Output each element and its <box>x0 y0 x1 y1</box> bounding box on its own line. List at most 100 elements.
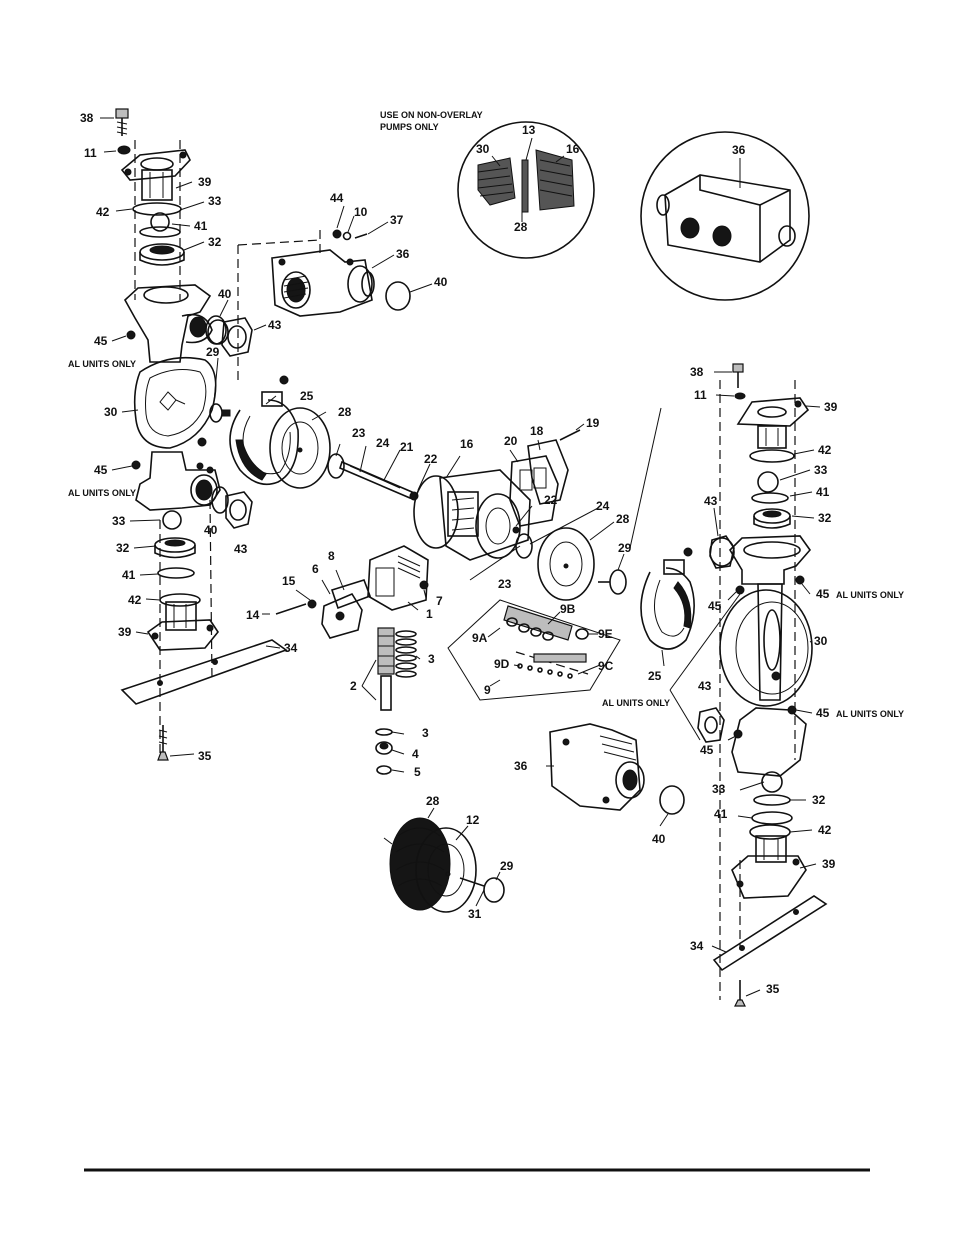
o-ring-42 <box>132 202 182 216</box>
callout-24-right: 24 <box>596 499 610 513</box>
callout-36-detail: 36 <box>732 143 746 157</box>
seat-32 <box>139 243 185 266</box>
non-overlay-detail <box>457 121 595 259</box>
diaphragm-12-overlay <box>389 817 505 913</box>
callout-32-left: 32 <box>208 235 222 249</box>
callout-45-mid: 45 <box>94 463 108 477</box>
nut-45-lower <box>131 460 141 470</box>
o-ring-3-lower <box>375 728 393 736</box>
callout-35-right: 35 <box>766 982 780 996</box>
washer-15 <box>307 599 317 609</box>
callout-34-right: 34 <box>690 939 704 953</box>
callout-37: 37 <box>390 213 404 227</box>
nut-45-upper <box>126 330 136 340</box>
callout-43-right-upper: 43 <box>704 494 718 508</box>
callout-30-left: 30 <box>104 405 118 419</box>
inlet-elbow-36-lower <box>549 723 645 811</box>
valve-plate-6 <box>321 579 372 639</box>
callout-42-lower-right: 42 <box>818 823 832 837</box>
clamp-band-25-left <box>229 375 299 486</box>
callout-24-left: 24 <box>376 436 390 450</box>
callout-45-right-4: 45 <box>700 743 714 757</box>
diaphragm-28-right <box>537 527 595 601</box>
callout-33-left: 33 <box>208 194 222 208</box>
callout-43-upper: 43 <box>268 318 282 332</box>
nut-45-mid <box>197 437 207 447</box>
callout-32-lower-right: 32 <box>812 793 826 807</box>
note-al-units-2: AL UNITS ONLY <box>68 488 136 498</box>
callout-30-right: 30 <box>814 634 828 648</box>
inner-plate-23 <box>327 453 345 479</box>
callout-11-right: 11 <box>694 388 707 402</box>
callout-39-lower-left: 39 <box>118 625 132 639</box>
callout-42-left: 42 <box>96 205 110 219</box>
callout-labels: 38 11 39 42 33 41 32 40 43 45 AL UNITS O… <box>68 110 904 996</box>
callout-41-lower-right: 41 <box>714 807 728 821</box>
callout-3-upper: 3 <box>428 652 435 666</box>
o-ring-40-inlet <box>385 281 411 311</box>
upper-manifold-body <box>123 284 229 363</box>
callout-42-right: 42 <box>818 443 832 457</box>
bolt-35 <box>157 725 169 761</box>
plate-24-right <box>515 533 533 559</box>
lower-manifold-cap-39 <box>146 593 219 651</box>
callout-28-detail: 28 <box>514 220 528 234</box>
callout-32-lower-left: 32 <box>116 541 130 555</box>
note-al-units-1: AL UNITS ONLY <box>68 359 136 369</box>
callout-9e: 9E <box>598 627 613 641</box>
callout-39-right: 39 <box>824 400 838 414</box>
cap-4 <box>375 741 393 755</box>
callout-32-right: 32 <box>818 511 832 525</box>
washer-10 <box>342 231 352 241</box>
callout-38-right: 38 <box>690 365 704 379</box>
callout-8: 8 <box>328 549 335 563</box>
note-al-units-4: AL UNITS ONLY <box>602 698 670 708</box>
callout-39-lower-right: 39 <box>822 857 836 871</box>
callout-7: 7 <box>436 594 443 608</box>
callout-28-right: 28 <box>616 512 630 526</box>
callout-6: 6 <box>312 562 319 576</box>
callout-35-left: 35 <box>198 749 212 763</box>
part-36-detail <box>640 131 810 301</box>
inlet-elbow-36 <box>271 249 375 317</box>
callout-22-right: 22 <box>544 493 558 507</box>
callout-43-right-lower: 43 <box>698 679 712 693</box>
callout-25-right: 25 <box>648 669 662 683</box>
callout-40-lower: 40 <box>204 523 218 537</box>
right-pump-assembly <box>697 363 828 1007</box>
fitting-7 <box>419 580 429 590</box>
callout-1: 1 <box>426 607 433 621</box>
seat-o-ring-41 <box>139 226 181 238</box>
callout-23-right: 23 <box>498 577 512 591</box>
gasket-43-lower <box>225 491 253 529</box>
bolt-38 <box>115 108 129 136</box>
seat-o-ring-41-lower <box>157 567 195 579</box>
o-rings-3 <box>395 630 417 678</box>
spool-2 <box>377 627 395 711</box>
callout-42-lower-left: 42 <box>128 593 142 607</box>
callout-29-left: 29 <box>206 345 220 359</box>
callout-15: 15 <box>282 574 296 588</box>
note-al-units-5: AL UNITS ONLY <box>836 709 904 719</box>
callout-40-lower-center: 40 <box>652 832 666 846</box>
callout-30-detail: 30 <box>476 142 490 156</box>
screw-37 <box>354 233 368 239</box>
pilot-valve-kit-9 <box>447 599 621 701</box>
callout-28-overlay: 28 <box>426 794 440 808</box>
gasket-43-upper <box>221 317 253 357</box>
air-valve-1 <box>367 545 429 611</box>
callout-33-right: 33 <box>814 463 828 477</box>
callout-36-lower: 36 <box>514 759 528 773</box>
note-al-units-3: AL UNITS ONLY <box>836 590 904 600</box>
callout-18: 18 <box>530 424 544 438</box>
callout-9b: 9B <box>560 602 576 616</box>
note-non-overlay-1: USE ON NON-OVERLAY <box>380 110 483 120</box>
callout-13: 13 <box>522 123 536 137</box>
ball-33-lower <box>162 510 182 530</box>
callout-29-overlay: 29 <box>500 859 514 873</box>
diaphragm-28-left <box>269 407 331 489</box>
callout-20: 20 <box>504 434 518 448</box>
callout-9c: 9C <box>598 659 614 673</box>
callout-16-detail: 16 <box>566 142 580 156</box>
